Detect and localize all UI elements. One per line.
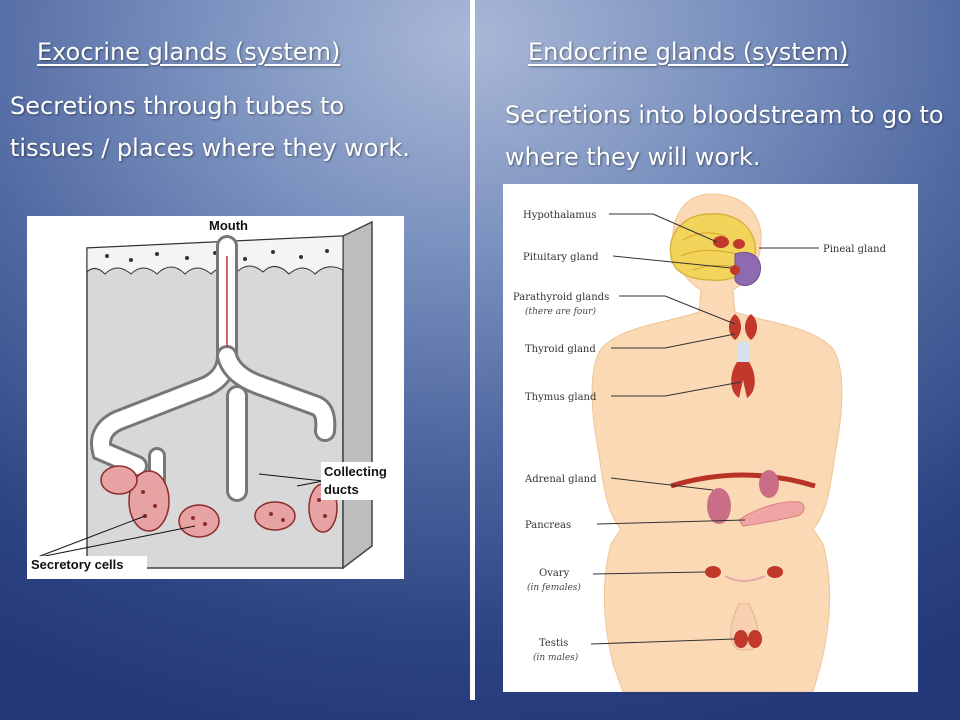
exocrine-heading: Exocrine glands (system) (37, 38, 341, 66)
endocrine-diagram: Hypothalamus Pituitary gland Pineal glan… (503, 184, 918, 692)
parathyroid-label: Parathyroid glands (513, 292, 609, 303)
endocrine-illustration: Hypothalamus Pituitary gland Pineal glan… (513, 193, 887, 692)
secretory-cells-label: Secretory cells (31, 557, 124, 572)
ovary-note: (in females) (527, 582, 581, 593)
ovary-label: Ovary (539, 568, 570, 579)
exocrine-diagram: Mouth Collecting ducts Secretory cells (27, 216, 404, 579)
adrenal-label: Adrenal gland (524, 474, 597, 485)
collecting-label: Collecting (324, 464, 387, 479)
thyroid-label: Thyroid gland (525, 344, 596, 355)
thymus-label: Thymus gland (525, 392, 597, 403)
exocrine-description: Secretions through tubes to tissues / pl… (10, 92, 410, 162)
hypothalamus-label: Hypothalamus (523, 210, 596, 221)
endocrine-description: Secretions into bloodstream to go to whe… (505, 101, 944, 171)
parathyroid-note: (there are four) (525, 306, 596, 317)
column-divider (470, 0, 475, 700)
pancreas-label: Pancreas (525, 520, 571, 531)
endocrine-heading: Endocrine glands (system) (528, 38, 849, 66)
exocrine-illustration: Mouth Collecting ducts Secretory cells (29, 218, 403, 574)
mouth-label: Mouth (209, 218, 248, 233)
pituitary-label: Pituitary gland (523, 252, 599, 263)
testis-note: (in males) (533, 652, 579, 663)
testis-label: Testis (539, 638, 568, 649)
pineal-label: Pineal gland (823, 244, 887, 255)
ducts-label: ducts (324, 482, 359, 497)
